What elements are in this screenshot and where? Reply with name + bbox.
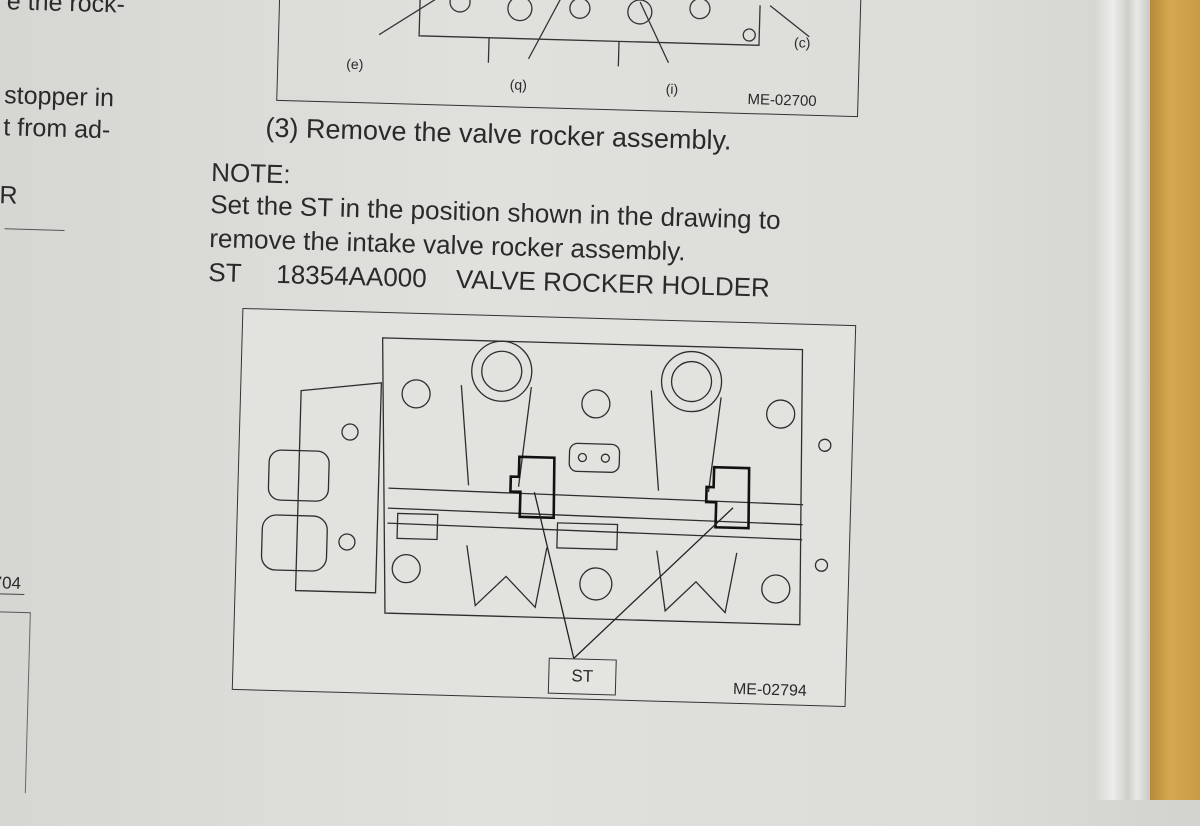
top-figure: (e) (q) (i) (c) ME-02700 — [276, 0, 862, 118]
special-tool-line: ST 18354AA000 VALVE ROCKER HOLDER — [208, 257, 770, 304]
figure-id: ME-02794 — [732, 680, 808, 700]
left-figure-frame — [0, 611, 31, 794]
st-name: VALVE ROCKER HOLDER — [455, 263, 771, 303]
bottom-figure: ST ME-02794 — [231, 307, 857, 707]
callout-q: (q) — [509, 76, 528, 93]
st-callout: ST — [547, 657, 617, 696]
callout-i: (i) — [665, 80, 679, 98]
note-heading: NOTE: — [210, 157, 292, 190]
cylinder-head-drawing — [260, 337, 832, 659]
st-part-number: 18354AA000 — [275, 258, 428, 294]
step-text: (3) Remove the valve rocker assembly. — [265, 112, 732, 156]
wooden-table — [1150, 0, 1200, 800]
left-text-line: e the rock- — [6, 0, 126, 19]
figure-id: ME-02700 — [747, 91, 817, 110]
left-figure-id: 704 — [0, 573, 26, 596]
st-tool-outline — [509, 455, 751, 530]
st-label: ST — [208, 257, 242, 288]
left-text-line: t from ad- — [2, 113, 111, 145]
cylinder-head-drawing-top — [378, 0, 810, 67]
left-text-line: R — [0, 181, 18, 210]
left-text-line: stopper in — [3, 81, 115, 113]
divider — [4, 228, 65, 231]
callout-c: (c) — [793, 34, 811, 51]
page-stack-edge — [1095, 0, 1155, 800]
callout-e: (e) — [346, 55, 364, 73]
